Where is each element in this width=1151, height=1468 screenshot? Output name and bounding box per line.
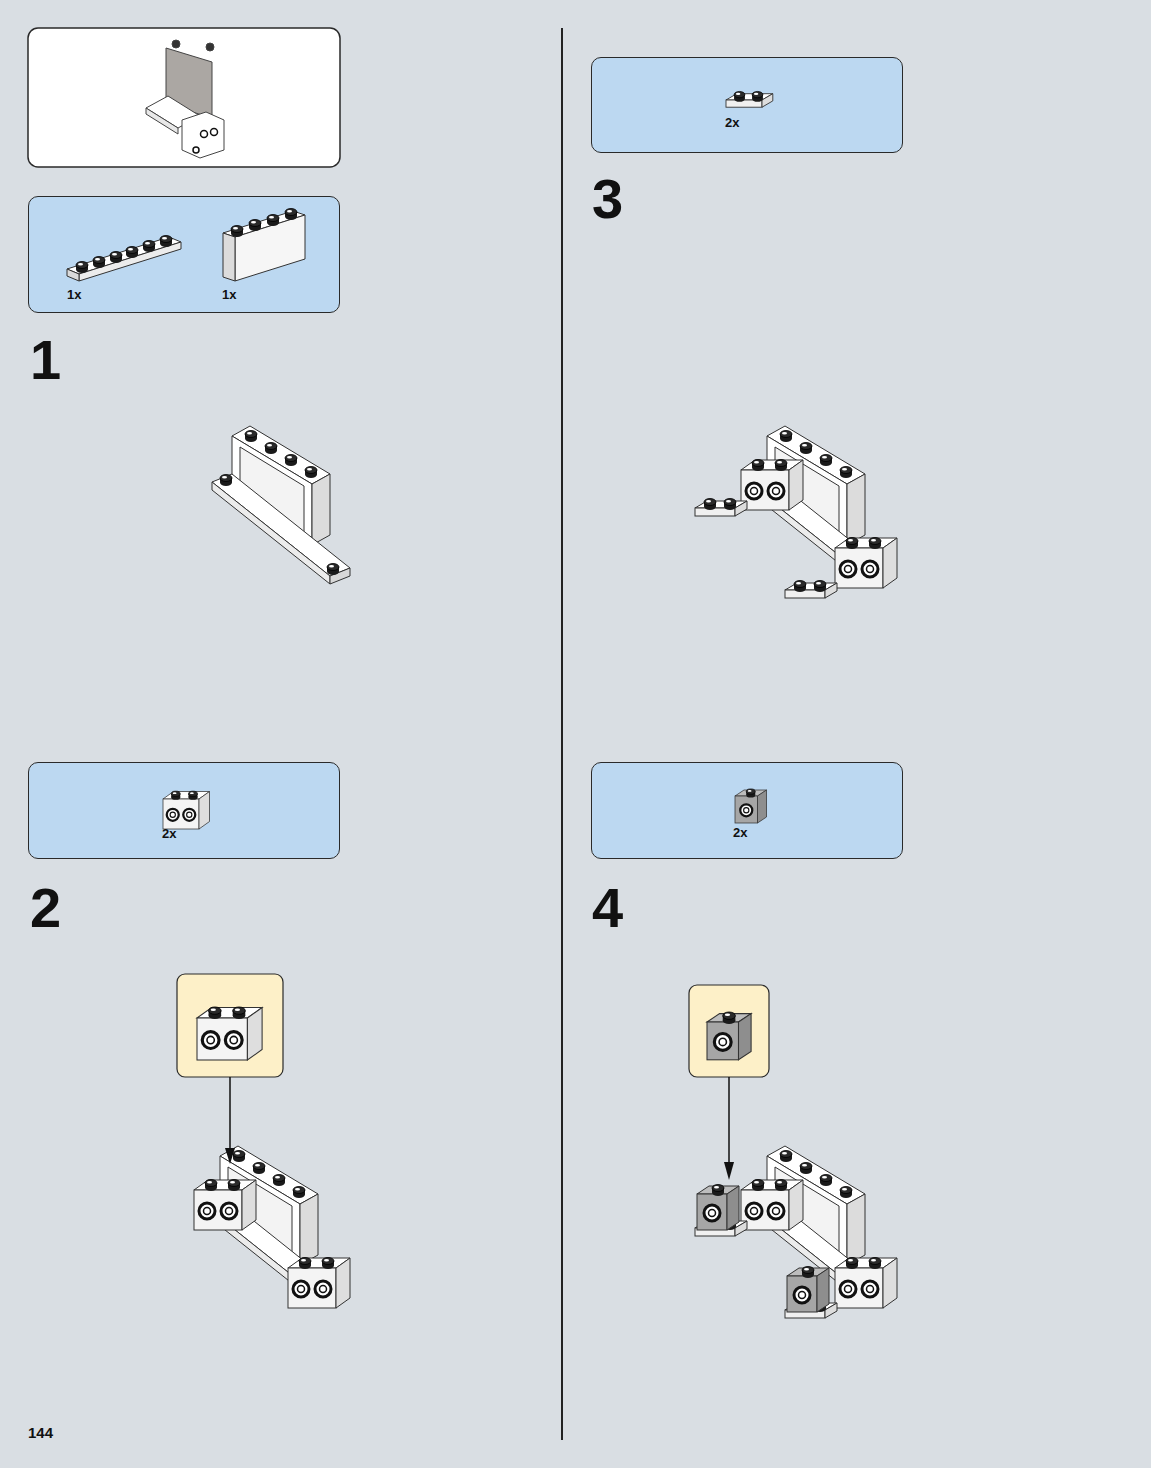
part-picture <box>592 763 902 858</box>
parts-list-box: 2x <box>28 762 340 859</box>
page-number: 144 <box>28 1425 53 1440</box>
part-quantity: 2x <box>725 116 739 129</box>
step-number: 3 <box>592 171 623 227</box>
part-quantity: 1x <box>67 288 81 301</box>
part-picture <box>592 58 902 152</box>
step-number: 1 <box>30 332 61 388</box>
parts-list-box: 1x 1x <box>28 196 340 313</box>
part-quantity: 1x <box>222 288 236 301</box>
step-number: 4 <box>592 880 623 936</box>
parts-list-box: 2x <box>591 762 903 859</box>
part-picture <box>29 763 339 858</box>
part-quantity: 2x <box>162 827 176 840</box>
part-quantity: 2x <box>733 826 747 839</box>
step-number: 2 <box>30 880 61 936</box>
parts-list-box: 2x <box>591 57 903 153</box>
